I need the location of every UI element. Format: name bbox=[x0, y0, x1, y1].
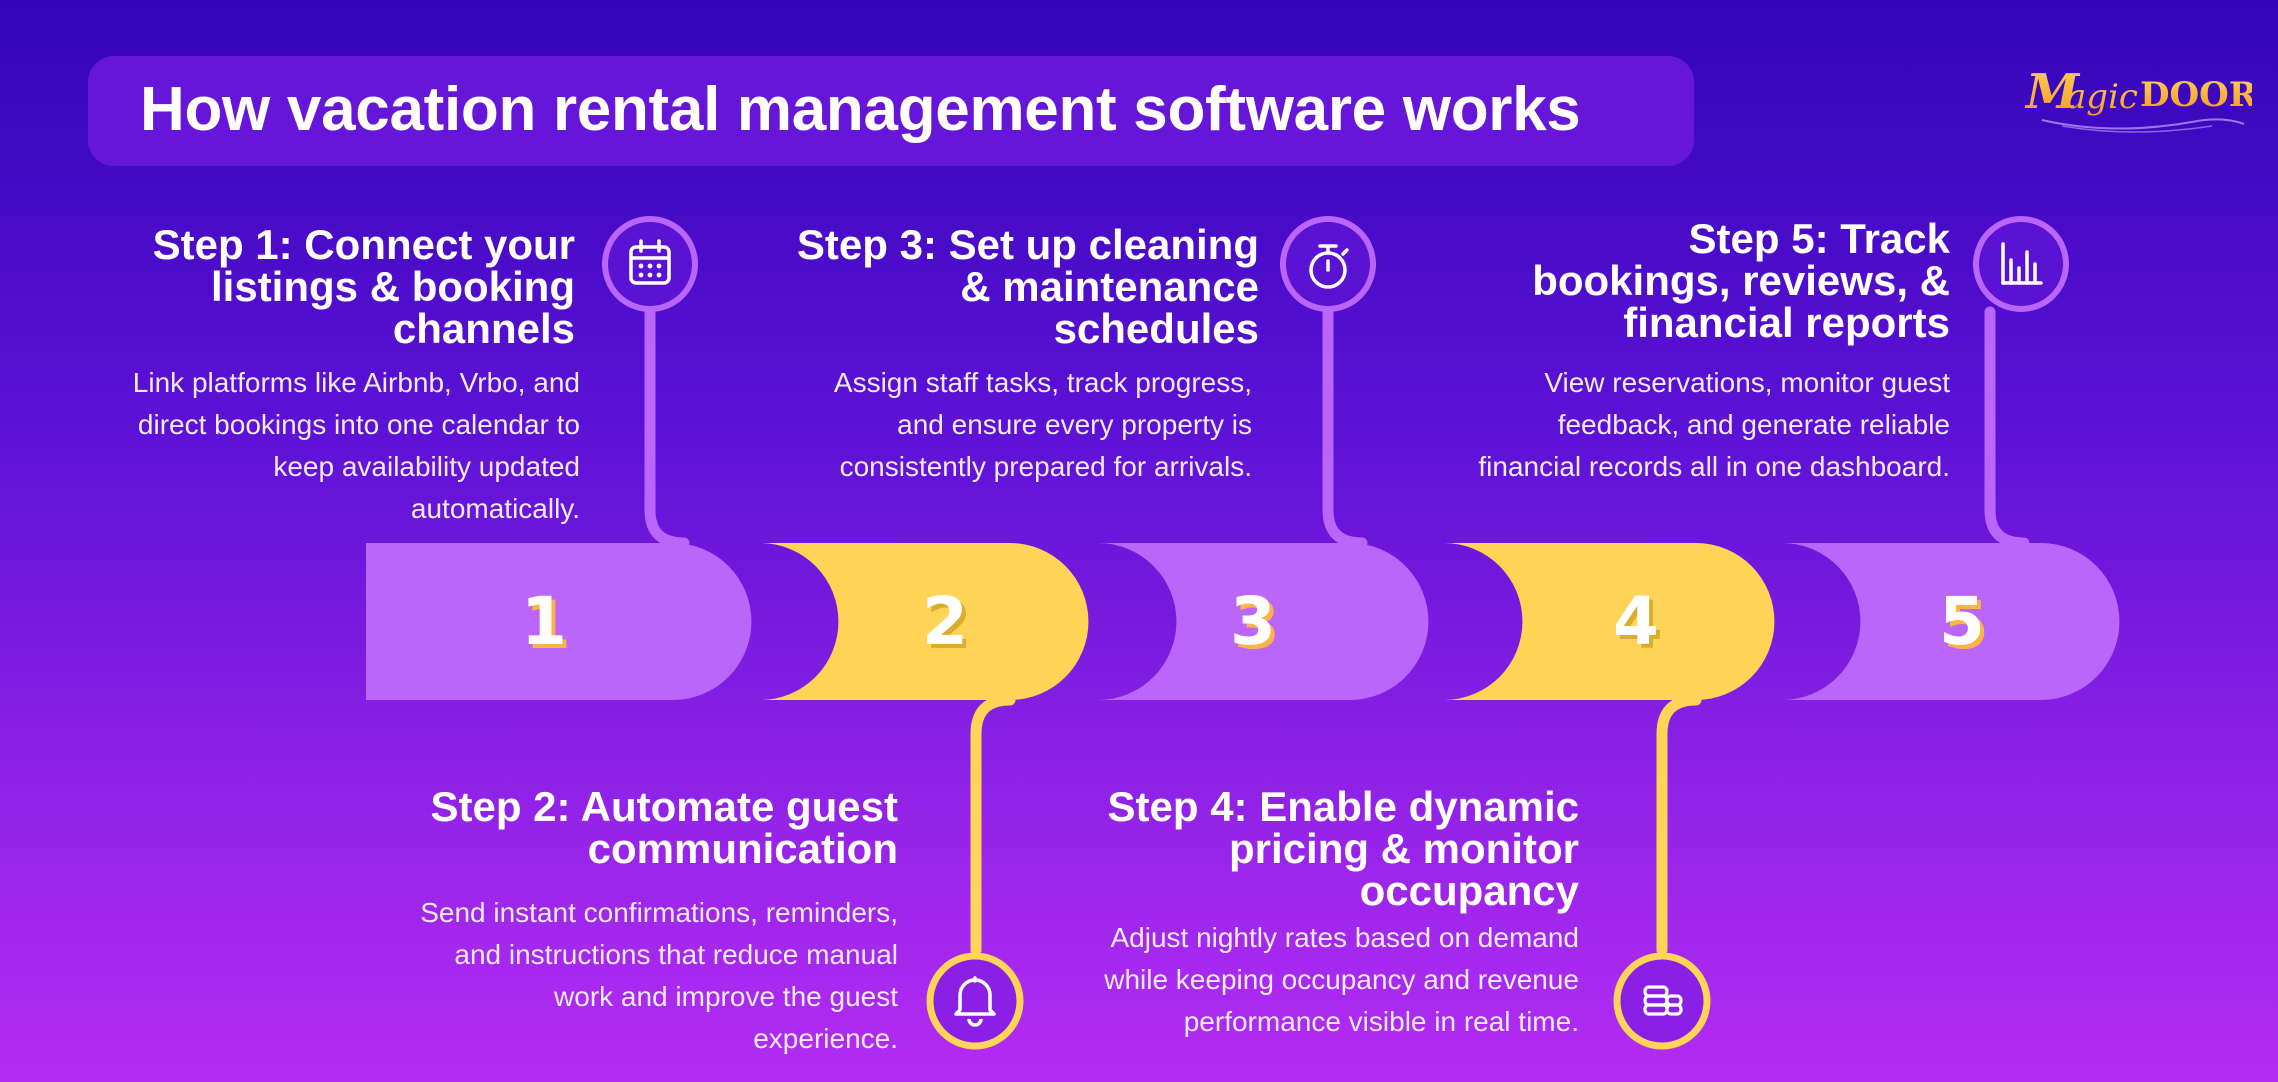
step-1-title: Step 1: Connect your listings & booking … bbox=[152, 221, 575, 352]
magicdoor-logo: M agic DOOR bbox=[2024, 64, 2252, 133]
step-number-3-shadow: 3 bbox=[1234, 587, 1280, 664]
calendar-icon bbox=[602, 216, 698, 312]
step-5-description: View reservations, monitor guest feedbac… bbox=[1478, 367, 1950, 482]
step-number-2: 2 bbox=[922, 583, 968, 660]
step-2-description: Send instant confirmations, reminders, a… bbox=[420, 897, 898, 1054]
page-title: How vacation rental management software … bbox=[140, 75, 1581, 144]
connector-step-2 bbox=[970, 694, 1016, 956]
step-5-title: Step 5: Track bookings, reviews, & finan… bbox=[1532, 215, 1950, 346]
step-4-title: Step 4: Enable dynamic pricing & monitor… bbox=[1107, 783, 1579, 914]
step-number-3: 3 bbox=[1230, 583, 1276, 660]
connector-step-3 bbox=[1322, 306, 1368, 549]
stopwatch-icon bbox=[1280, 216, 1376, 312]
connector-step-4 bbox=[1656, 694, 1702, 956]
segment-1 bbox=[366, 543, 752, 700]
segment-4 bbox=[1444, 543, 1775, 700]
step-number-2-shadow: 2 bbox=[926, 587, 972, 664]
step-3-description: Assign staff tasks, track progress, and … bbox=[833, 367, 1252, 482]
connector-step-1 bbox=[644, 306, 690, 549]
step-3-title: Step 3: Set up cleaning & maintenance sc… bbox=[796, 221, 1259, 352]
coins-stack-icon bbox=[1613, 952, 1711, 1050]
svg-text:M: M bbox=[2024, 64, 2081, 120]
segment-5 bbox=[1782, 543, 2120, 700]
bar-chart-icon bbox=[1973, 216, 2069, 312]
connector-lines bbox=[644, 306, 2030, 956]
step-numbers: 1 1 2 2 3 3 4 4 5 5 bbox=[521, 583, 1989, 664]
segment-3 bbox=[1098, 543, 1429, 700]
step-number-5: 5 bbox=[1939, 583, 1985, 660]
step-number-4: 4 bbox=[1613, 583, 1659, 660]
step-number-4-shadow: 4 bbox=[1617, 587, 1663, 664]
step-2-title: Step 2: Automate guest communication bbox=[430, 783, 899, 872]
svg-text:DOOR: DOOR bbox=[2140, 75, 2252, 115]
svg-text:agic: agic bbox=[2066, 77, 2138, 117]
step-number-5-shadow: 5 bbox=[1943, 587, 1989, 664]
step-number-1: 1 bbox=[521, 583, 567, 660]
step-segments bbox=[366, 543, 2120, 700]
title-banner: How vacation rental management software … bbox=[88, 56, 1694, 166]
step-4-description: Adjust nightly rates based on demand whi… bbox=[1104, 922, 1579, 1037]
step-number-1-shadow: 1 bbox=[525, 587, 571, 664]
segment-2 bbox=[760, 543, 1089, 700]
connector-step-5 bbox=[1984, 306, 2030, 549]
icon-circles bbox=[602, 216, 2069, 1050]
step-1-description: Link platforms like Airbnb, Vrbo, and di… bbox=[132, 367, 580, 524]
bell-icon bbox=[926, 952, 1024, 1050]
